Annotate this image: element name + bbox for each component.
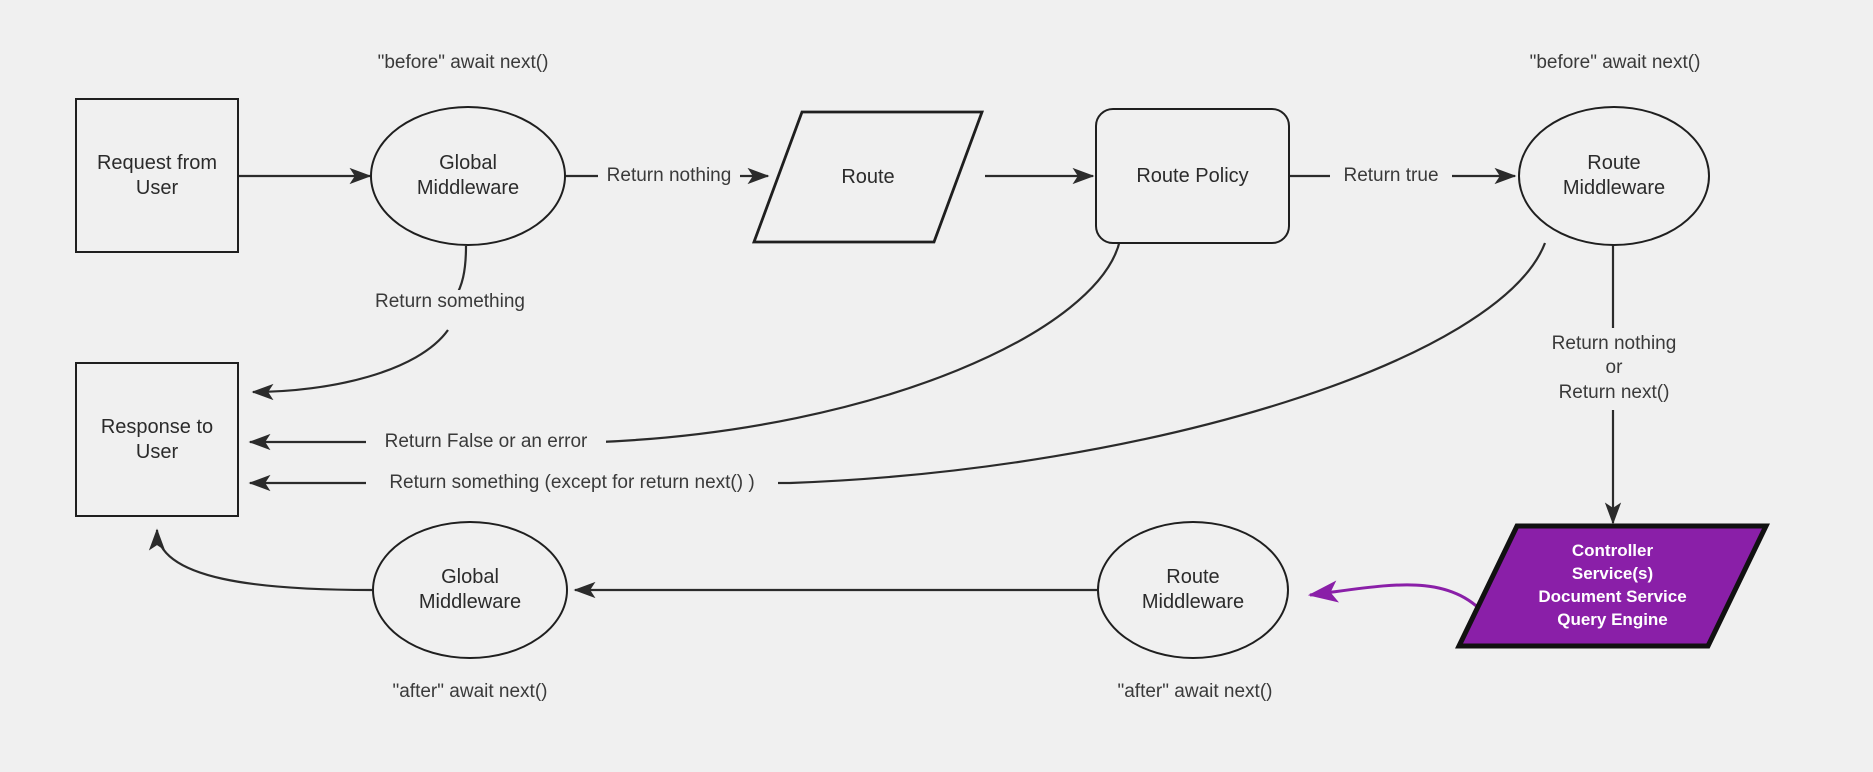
- node-response-to-user-label: Response to User: [100, 415, 214, 463]
- node-global-middleware-bottom-label: Global Middleware: [418, 566, 522, 613]
- node-controller-services-label: Controller Service(s) Document Service Q…: [1538, 541, 1687, 629]
- note-before-route-middleware: "before" await next(): [1450, 52, 1780, 74]
- edge-global-return-something-lower: [251, 329, 449, 401]
- node-request-from-user[interactable]: Request from User: [75, 98, 239, 253]
- node-route-policy[interactable]: Route Policy: [1095, 108, 1290, 244]
- edge-label-return-nothing: Return nothing: [598, 164, 740, 189]
- node-route-middleware-top[interactable]: Route Middleware: [1518, 106, 1710, 246]
- note-before-global-middleware: "before" await next(): [258, 52, 668, 74]
- node-route[interactable]: Route: [750, 108, 986, 246]
- node-route-middleware-bottom[interactable]: Route Middleware: [1097, 521, 1289, 659]
- edge-label-return-false-or-error: Return False or an error: [366, 430, 606, 455]
- note-after-global-text: "after" await next(): [392, 681, 548, 702]
- node-route-middleware-bottom-label: Route Middleware: [1141, 566, 1245, 613]
- node-route-label: Route: [841, 165, 895, 188]
- edge-policy-false-curve: [599, 239, 1122, 444]
- route-parallelogram-shape: [751, 110, 985, 244]
- edge-label-return-something-curve: Return something: [360, 290, 540, 315]
- node-route-middleware-top-label: Route Middleware: [1562, 152, 1666, 199]
- edge-label-return-true: Return true: [1330, 164, 1452, 189]
- note-before-route-mw-text: "before" await next(): [1529, 52, 1701, 73]
- note-after-global-middleware: "after" await next(): [315, 681, 625, 703]
- note-after-route-mw-text: "after" await next(): [1117, 681, 1273, 702]
- controller-parallelogram-shape: [1455, 523, 1770, 649]
- node-global-middleware-bottom[interactable]: Global Middleware: [372, 521, 568, 659]
- node-response-to-user[interactable]: Response to User: [75, 362, 239, 517]
- node-global-middleware-top-label: Global Middleware: [416, 152, 520, 199]
- note-after-route-middleware: "after" await next(): [1040, 681, 1350, 703]
- node-route-policy-label: Route Policy: [1136, 164, 1249, 187]
- node-request-from-user-label: Request from User: [96, 151, 218, 199]
- edge-label-return-nothing-or-next: Return nothing or Return next(): [1523, 332, 1705, 405]
- node-controller-services[interactable]: Controller Service(s) Document Service Q…: [1455, 522, 1770, 650]
- edge-label-return-something-except: Return something (except for return next…: [366, 471, 778, 496]
- node-global-middleware-top[interactable]: Global Middleware: [370, 106, 566, 246]
- edge-routemw-return-something-curve: [789, 242, 1547, 485]
- note-before-global-text: "before" await next(): [377, 52, 549, 73]
- edge-globalmw-to-response: [148, 528, 373, 592]
